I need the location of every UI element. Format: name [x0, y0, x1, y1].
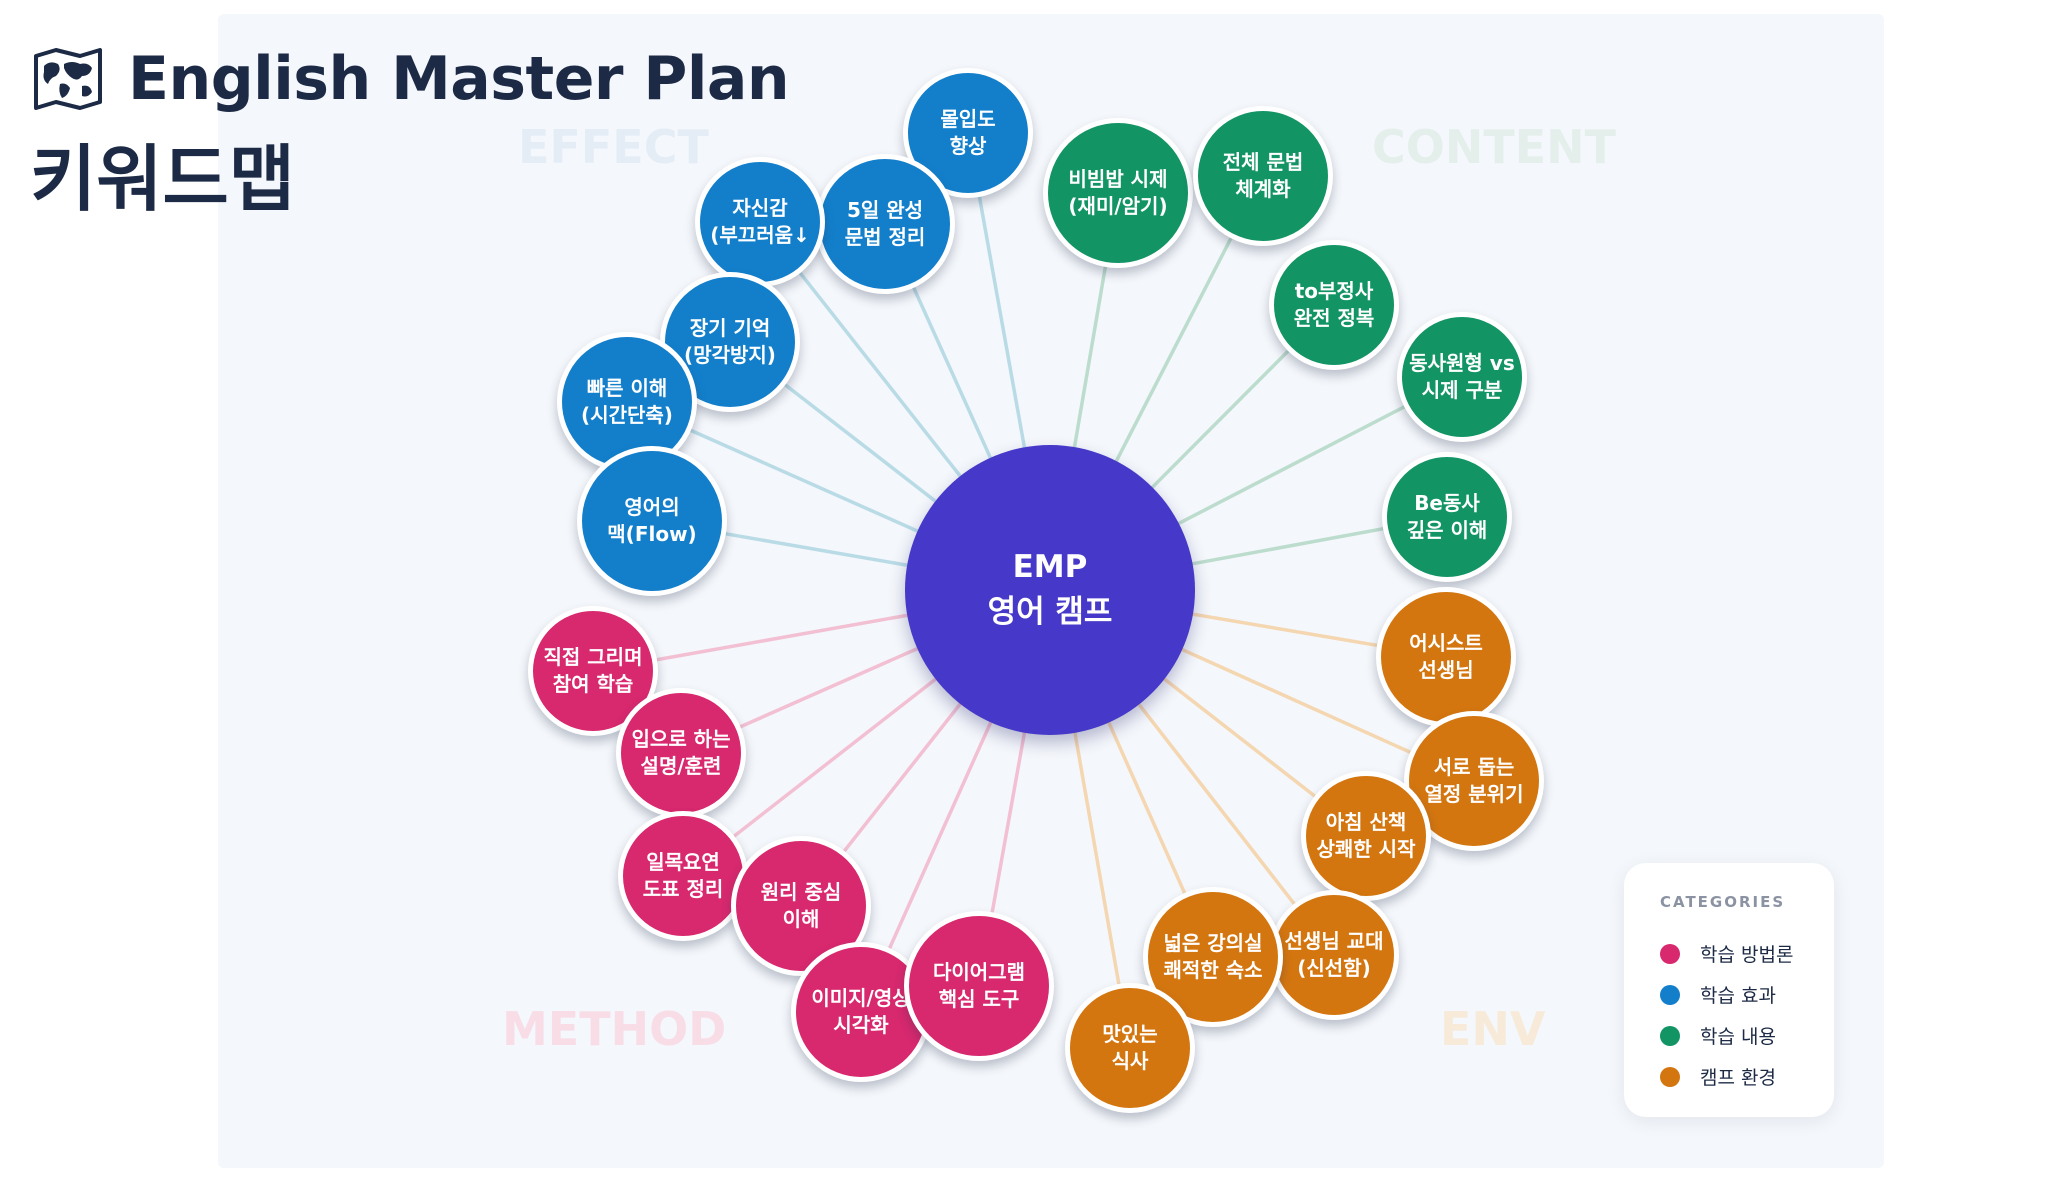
legend-label: 학습 효과 [1700, 985, 1776, 1007]
keyword-node-label: 맛있는 식사 [1102, 1022, 1158, 1073]
keyword-node-c4: 동사원형 vs 시제 구분 [1397, 312, 1527, 442]
keyword-node-e6: 영어의 맥(Flow) [577, 446, 727, 596]
legend-item-content: 학습 내용 [1660, 1015, 1834, 1056]
legend-label: 학습 방법론 [1700, 944, 1794, 966]
keyword-node-label: Be동사 깊은 이해 [1406, 491, 1488, 542]
keyword-node-label: 넓은 강의실 쾌적한 숙소 [1163, 931, 1263, 982]
keyword-node-label: 선생님 교대 (신선함) [1284, 929, 1384, 980]
legend-dot-icon [1660, 984, 1680, 1005]
legend-dot-icon [1660, 943, 1680, 964]
keyword-node-label: 몰입도 향상 [940, 107, 996, 158]
header: English Master Plan 키워드맵 [30, 44, 790, 225]
keyword-node-v2: 서로 돕는 열정 분위기 [1404, 711, 1544, 851]
keyword-node-label: 영어의 맥(Flow) [607, 495, 697, 546]
keyword-node-label: 동사원형 vs 시제 구분 [1409, 351, 1515, 402]
legend-title: CATEGORIES [1660, 893, 1786, 911]
keyword-node-label: 어시스트 선생님 [1409, 631, 1483, 682]
legend-item-effect: 학습 효과 [1660, 974, 1834, 1015]
keyword-node-m2: 입으로 하는 설명/훈련 [616, 688, 746, 818]
keyword-node-label: 장기 기억 (망각방지) [684, 316, 776, 367]
keyword-node-label: 일목요연 도표 정리 [642, 850, 724, 901]
quadrant-label-effect: EFFECT [518, 120, 709, 174]
quadrant-label-env: ENV [1440, 1002, 1546, 1056]
world-map-icon [34, 48, 102, 110]
keyword-node-label: 이미지/영상 시각화 [811, 986, 911, 1037]
keyword-node-label: 빠른 이해 (시간단축) [581, 376, 673, 427]
center-node: EMP 영어 캠프 [905, 445, 1195, 735]
page-subtitle: 키워드맵 [30, 137, 295, 221]
quadrant-label-content: CONTENT [1372, 120, 1617, 174]
legend-dot-icon [1660, 1066, 1680, 1087]
keyword-node-v6: 맛있는 식사 [1065, 983, 1195, 1113]
keyword-node-label: 원리 중심 이해 [760, 880, 842, 931]
legend-item-method: 학습 방법론 [1660, 933, 1834, 974]
legend-item-env: 캠프 환경 [1660, 1056, 1834, 1097]
keyword-node-m3: 일목요연 도표 정리 [618, 811, 748, 941]
keyword-node-v1: 어시스트 선생님 [1376, 587, 1516, 727]
keyword-node-label: 비빔밥 시제 (재미/암기) [1068, 167, 1168, 218]
keyword-node-c5: Be동사 깊은 이해 [1382, 452, 1512, 582]
quadrant-label-method: METHOD [502, 1002, 727, 1056]
page-title: English Master Plan [128, 44, 790, 114]
keyword-node-label: 다이어그램 핵심 도구 [933, 960, 1025, 1011]
keyword-node-label: 입으로 하는 설명/훈련 [631, 727, 731, 778]
keyword-node-c3: to부정사 완전 정복 [1269, 240, 1399, 370]
keyword-node-v4: 선생님 교대 (신선함) [1269, 890, 1399, 1020]
legend-label: 캠프 환경 [1700, 1067, 1776, 1089]
keyword-node-label: 5일 완성 문법 정리 [844, 198, 926, 249]
legend-label: 학습 내용 [1700, 1026, 1776, 1048]
center-node-label: EMP 영어 캠프 [987, 549, 1113, 630]
keyword-node-label: 전체 문법 체계화 [1222, 150, 1304, 201]
keyword-node-label: 자신감 (부끄러움↓ [710, 196, 810, 247]
keyword-node-c1: 비빔밥 시제 (재미/암기) [1043, 118, 1193, 268]
keyword-node-e3: 자신감 (부끄러움↓ [695, 157, 825, 287]
keyword-node-label: 아침 산책 상쾌한 시작 [1316, 810, 1416, 861]
keyword-node-v3: 아침 산책 상쾌한 시작 [1301, 771, 1431, 901]
keyword-node-m6: 다이어그램 핵심 도구 [904, 911, 1054, 1061]
keyword-node-label: 직접 그리며 참여 학습 [543, 645, 643, 696]
legend-dot-icon [1660, 1025, 1680, 1046]
keyword-node-e2: 5일 완성 문법 정리 [815, 154, 955, 294]
keyword-node-label: to부정사 완전 정복 [1293, 279, 1375, 330]
keyword-node-c2: 전체 문법 체계화 [1193, 106, 1333, 246]
keyword-node-label: 서로 돕는 열정 분위기 [1424, 755, 1524, 806]
title-row: English Master Plan [30, 44, 790, 114]
